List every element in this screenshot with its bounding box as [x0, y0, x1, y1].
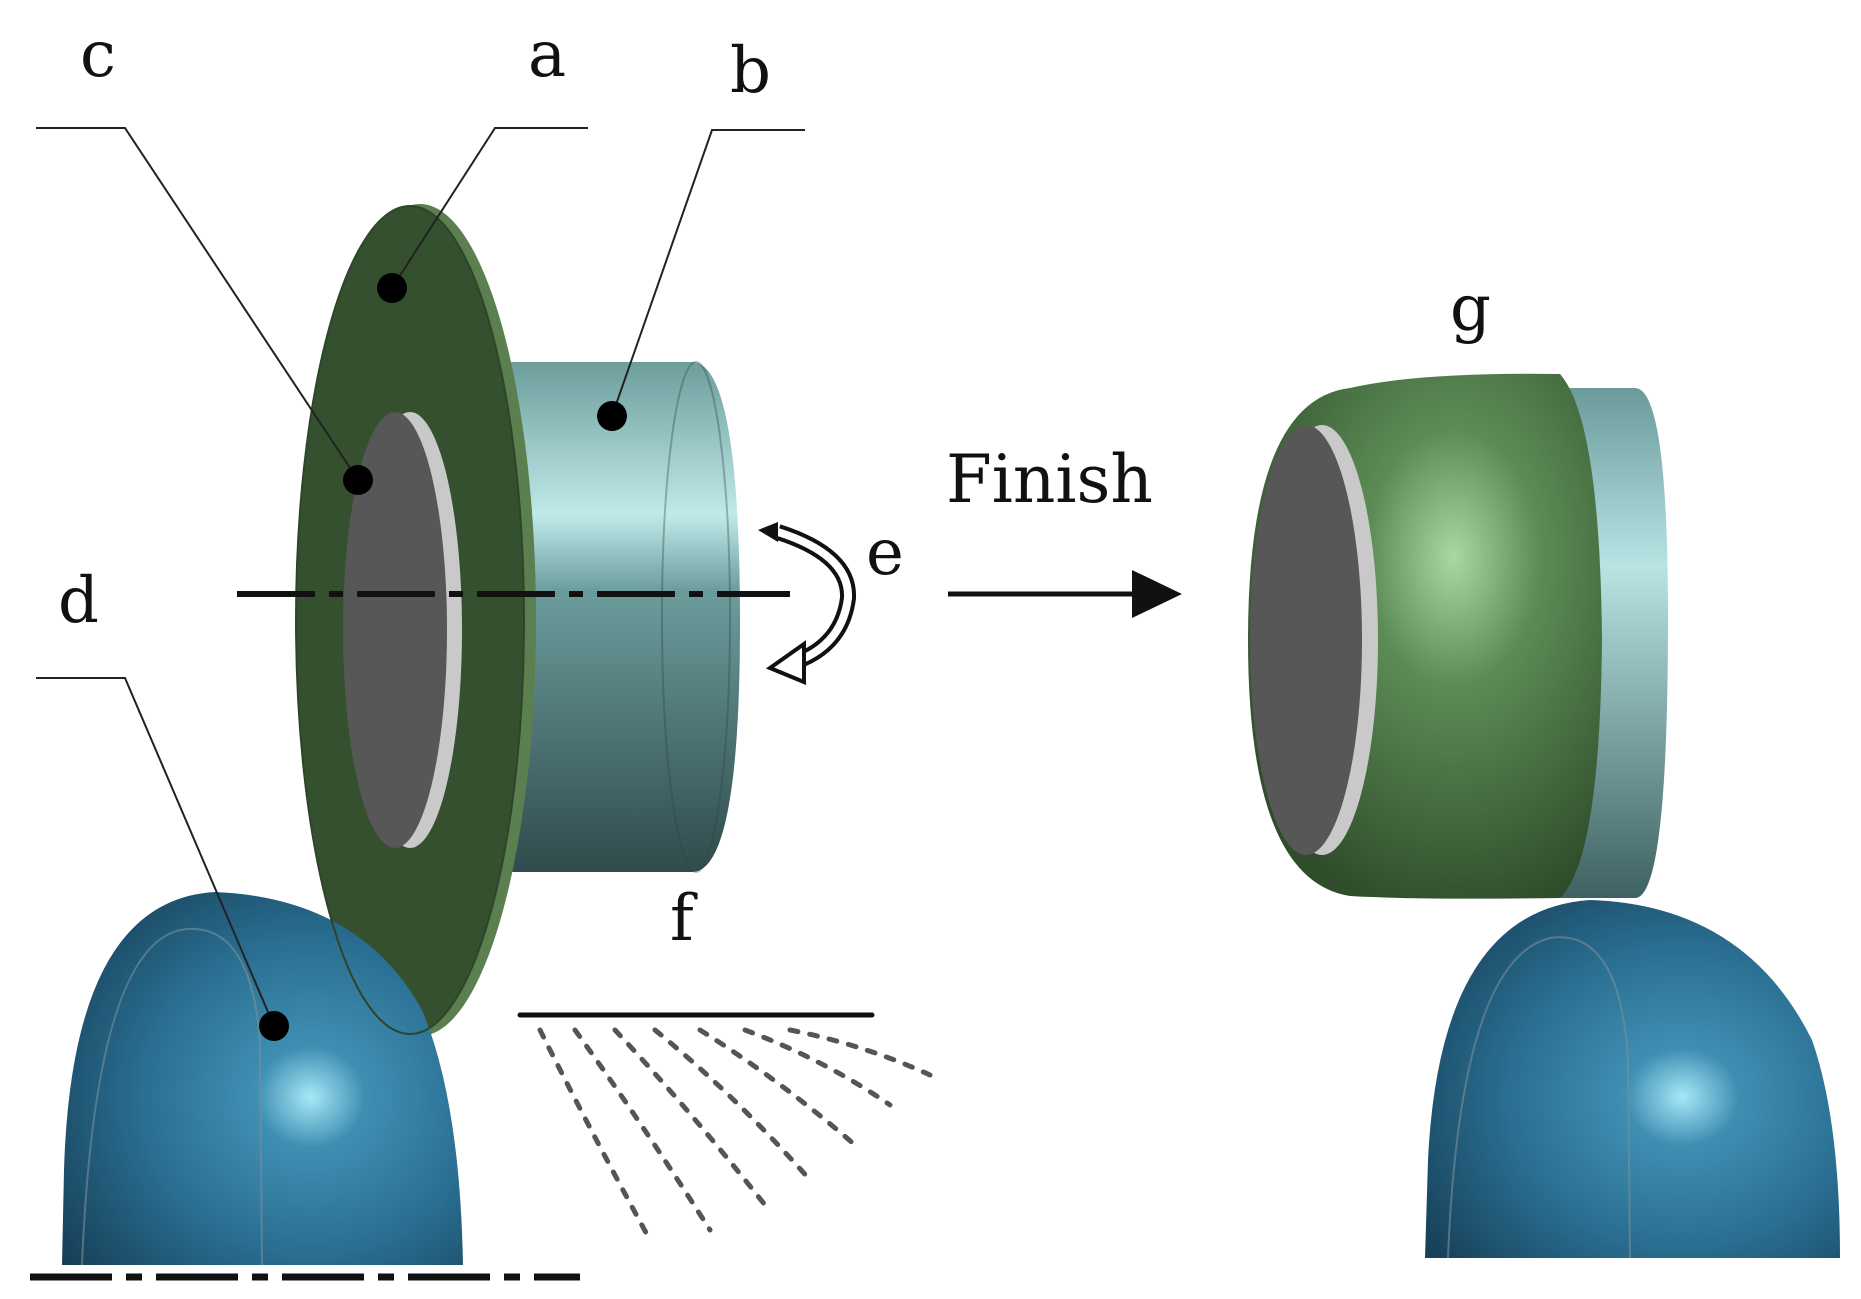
label-finish: Finish: [946, 441, 1153, 518]
label-b: b: [730, 34, 771, 108]
callout-dot-c: [343, 465, 373, 495]
leader-lines: [36, 127, 805, 1027]
tube-b: [480, 361, 740, 873]
mandrel-c: [343, 412, 462, 848]
flange-front-edge: [295, 205, 525, 1035]
label-f: f: [670, 882, 698, 956]
rotation-arrow-icon: [758, 522, 856, 685]
finish-arrow-icon: [948, 570, 1182, 618]
label-c: c: [80, 18, 116, 92]
roller-d: [62, 892, 463, 1266]
label-g: g: [1450, 272, 1491, 346]
formed-roller: [1425, 900, 1840, 1259]
formed-mandrel: [1250, 425, 1378, 855]
callout-dot-b: [597, 401, 627, 431]
callout-dot-a: [377, 273, 407, 303]
callout-dot-d: [259, 1011, 289, 1041]
roller-pass-trajectories: [517, 1012, 933, 1243]
label-a: a: [528, 18, 566, 92]
label-d: d: [58, 564, 99, 638]
label-e: e: [866, 516, 904, 590]
